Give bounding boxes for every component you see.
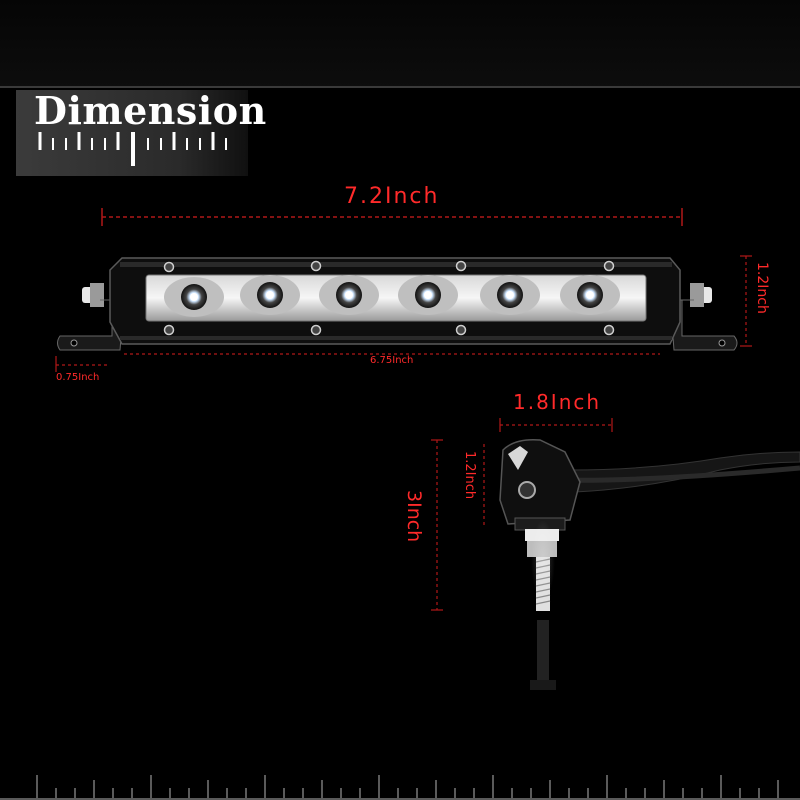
header-band [0, 0, 800, 88]
side-height-label: 1.2Inch [462, 451, 477, 500]
inner-length-label: 6.75Inch [370, 355, 414, 366]
total-height-label: 3Inch [403, 490, 425, 543]
front-height-dimension-line [740, 255, 752, 347]
bracket-width-dimension-line [55, 356, 110, 372]
housing-screws [163, 260, 615, 336]
depth-label: 1.8Inch [513, 390, 602, 414]
led-light-bar-front [57, 257, 738, 351]
depth-dimension-line [499, 418, 613, 432]
side-lens-edge [508, 446, 528, 470]
total-height-dimension-line [431, 439, 443, 611]
led-emitters [164, 275, 620, 317]
right-bracket [669, 299, 738, 351]
overall-length-label: 7.2Inch [344, 184, 440, 209]
front-height-label: 1.2Inch [754, 262, 770, 314]
left-bracket [57, 299, 125, 351]
led-light-bar-side [499, 438, 800, 690]
side-pivot-screw [518, 481, 536, 499]
power-cable [569, 451, 800, 493]
page-title: Dimension [34, 88, 267, 133]
header-divider [0, 86, 800, 88]
ruler-ticks-icon [38, 132, 227, 166]
bottom-ruler [0, 775, 800, 800]
overall-length-dimension-line [101, 208, 683, 226]
bracket-width-label: 0.75Inch [56, 372, 100, 383]
